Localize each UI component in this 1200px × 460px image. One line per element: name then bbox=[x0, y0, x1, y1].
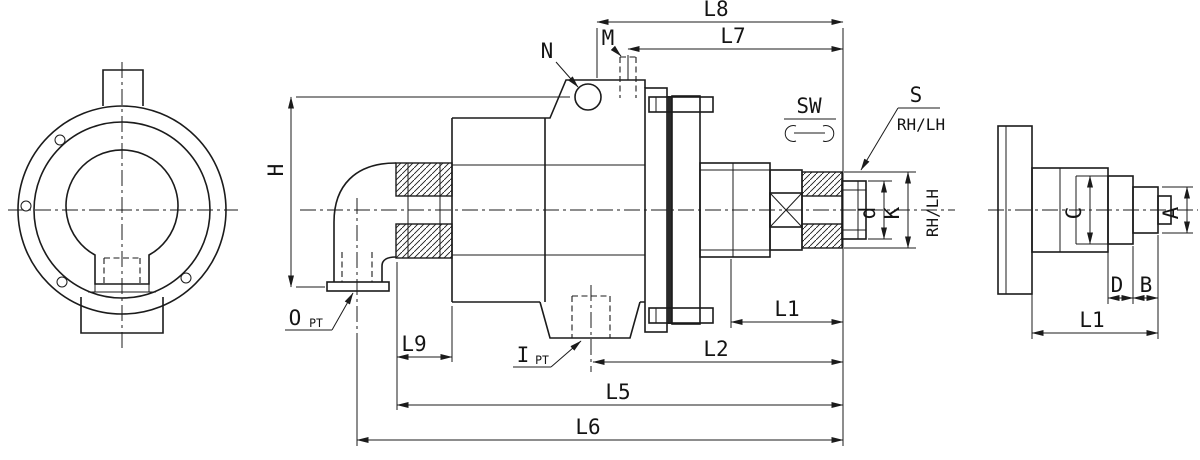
label-rhlh-vertical: RH/LH bbox=[923, 189, 942, 237]
shaft-assembly bbox=[699, 162, 867, 258]
detail-extension-lines bbox=[1031, 186, 1193, 339]
port-label-o-unit: PT bbox=[309, 316, 323, 330]
bolt-hole bbox=[20, 200, 32, 212]
dim-label-b: B bbox=[1140, 273, 1153, 297]
elbow-nut-section-top bbox=[395, 162, 453, 197]
extension-lines-top bbox=[596, 28, 844, 446]
end-pipe bbox=[841, 180, 867, 240]
bottom-port-thread-hidden bbox=[571, 295, 611, 338]
extension-lines-h bbox=[296, 96, 570, 288]
leader-n bbox=[555, 61, 579, 88]
bottom-lug bbox=[80, 297, 164, 334]
dim-label-l7: L7 bbox=[720, 24, 745, 48]
detail-tip bbox=[1157, 195, 1172, 225]
hidden-boss-m bbox=[619, 56, 637, 98]
shaft-detail-view: C A D B L1 bbox=[988, 125, 1198, 339]
dimensions-main: L8 L7 N M H SW S RH/LH RH/LH d K L9 L1 L… bbox=[264, 0, 945, 446]
callout-label-n: N bbox=[541, 39, 554, 63]
keyhole-bore bbox=[65, 149, 179, 285]
leader-m bbox=[610, 45, 622, 57]
cross-drill-x bbox=[769, 192, 803, 228]
bottom-port-block bbox=[539, 301, 641, 339]
bolt-hole bbox=[54, 134, 66, 146]
elbow-inner-wall bbox=[381, 256, 397, 282]
dim-label-h: H bbox=[264, 164, 288, 177]
elbow-outer-wall bbox=[333, 162, 397, 282]
housing-body bbox=[451, 56, 646, 339]
dim-label-c: C bbox=[1062, 207, 1086, 220]
top-lug bbox=[102, 69, 144, 106]
front-view bbox=[8, 62, 238, 348]
bolt-hole bbox=[180, 272, 192, 284]
elbow-nut-section-bottom bbox=[395, 223, 453, 259]
dim-label-l8: L8 bbox=[703, 0, 728, 21]
shaft-nut-section-top bbox=[801, 171, 843, 197]
leader-i-port bbox=[550, 340, 582, 368]
shaft-nut-section-bottom bbox=[801, 223, 843, 249]
elbow-fitting bbox=[326, 162, 453, 292]
dim-label-a: A bbox=[1159, 206, 1183, 219]
body-top-outline bbox=[452, 79, 646, 119]
label-sw: SW bbox=[796, 94, 822, 118]
extension-lines-right bbox=[844, 171, 916, 249]
label-rhlh-under-s: RH/LH bbox=[897, 115, 945, 134]
port-label-i: I bbox=[517, 343, 530, 367]
leader-s bbox=[860, 107, 899, 171]
elbow-port-lip bbox=[326, 281, 390, 292]
bolt-top bbox=[648, 96, 714, 113]
dim-label-l2: L2 bbox=[703, 337, 728, 361]
flange-inner-circle bbox=[33, 121, 211, 299]
section-view bbox=[300, 56, 955, 372]
dim-label-l1: L1 bbox=[774, 297, 799, 321]
cross-drill-box bbox=[769, 192, 803, 228]
callout-label-m: M bbox=[602, 26, 615, 50]
leader-o-port bbox=[331, 292, 354, 331]
hidden-slot bbox=[103, 257, 141, 284]
dim-label-l9: L9 bbox=[401, 332, 426, 356]
gasket bbox=[667, 96, 672, 324]
wrench-jaw-left bbox=[784, 125, 797, 142]
wrench-symbol bbox=[784, 118, 836, 142]
dim-label-k: K bbox=[880, 206, 904, 219]
dim-label-d-upper: D bbox=[1111, 273, 1124, 297]
dim-label-l1-detail: L1 bbox=[1079, 308, 1104, 332]
lug-hole-n bbox=[574, 83, 602, 111]
port-label-o: O bbox=[289, 306, 302, 330]
extension-lines-bottom bbox=[356, 259, 732, 446]
keyhole-base bbox=[88, 284, 156, 293]
bolt-bottom bbox=[648, 307, 714, 324]
dim-label-l5: L5 bbox=[605, 380, 630, 404]
label-s: S bbox=[910, 83, 923, 107]
wrench-jaw-right bbox=[822, 125, 835, 142]
elbow-port-thread-hidden bbox=[341, 252, 373, 282]
flange-outer-circle bbox=[17, 105, 227, 315]
dim-label-l6: L6 bbox=[575, 415, 600, 439]
port-label-i-unit: PT bbox=[535, 353, 549, 367]
dim-label-d: d bbox=[856, 207, 880, 220]
bolt-hole bbox=[56, 276, 68, 288]
